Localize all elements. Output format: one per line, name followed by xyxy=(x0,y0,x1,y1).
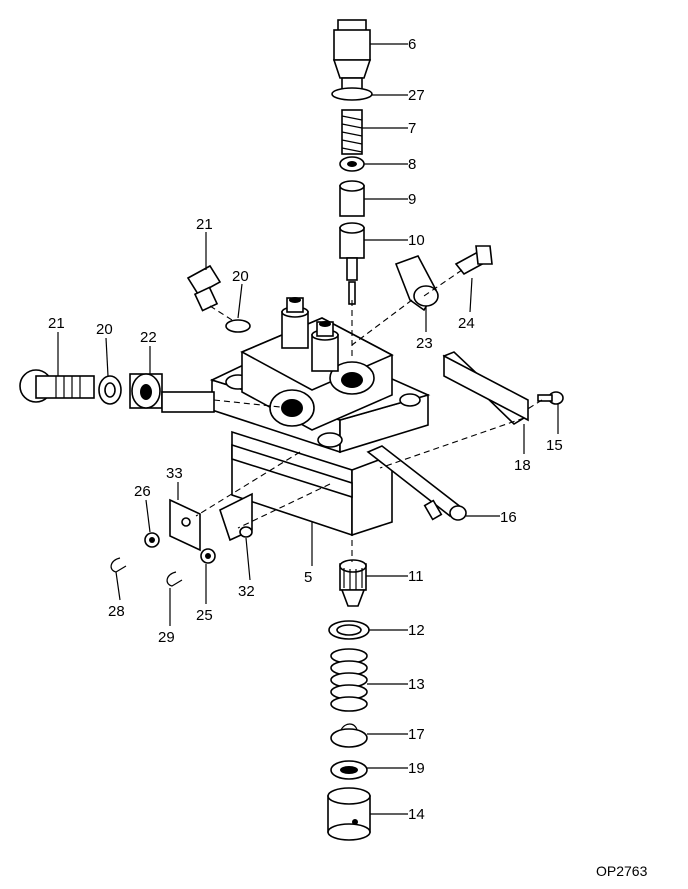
valve-seat-9 xyxy=(339,180,365,217)
callout-27: 27 xyxy=(408,87,425,104)
plate-18 xyxy=(442,351,529,426)
banjo-bolt-21-upper xyxy=(186,264,222,312)
spring-seat-12 xyxy=(328,620,370,640)
callout-12: 12 xyxy=(408,622,425,639)
lever-32 xyxy=(219,492,253,542)
screw-15 xyxy=(537,391,564,405)
callout-21-lower: 21 xyxy=(48,315,65,332)
callout-23: 23 xyxy=(416,335,433,352)
callout-labels: 6 27 7 8 9 10 21 20 24 23 21 20 22 15 18… xyxy=(48,36,563,823)
valve-spring xyxy=(341,109,363,155)
figure-reference-code: OP2763 xyxy=(596,863,648,879)
callout-19: 19 xyxy=(408,760,425,777)
washer-8 xyxy=(339,156,365,172)
callout-18: 18 xyxy=(514,457,531,474)
banjo-bolt-21-lower xyxy=(19,369,95,403)
callout-14: 14 xyxy=(408,806,425,823)
callout-17: 17 xyxy=(408,726,425,743)
bracket-23 xyxy=(394,255,439,312)
callout-13: 13 xyxy=(408,676,425,693)
callout-15: 15 xyxy=(546,437,563,454)
callout-24: 24 xyxy=(458,315,475,332)
plunger-spring-13 xyxy=(330,648,368,712)
callout-11: 11 xyxy=(408,568,424,585)
spring-25 xyxy=(200,548,216,564)
callout-26: 26 xyxy=(134,483,151,500)
callout-25: 25 xyxy=(196,607,213,624)
callout-5: 5 xyxy=(304,569,312,586)
washer-20-upper xyxy=(225,319,251,333)
callout-7: 7 xyxy=(408,120,416,137)
plunger-10 xyxy=(339,222,365,305)
callout-28: 28 xyxy=(108,603,125,620)
callout-20-lower: 20 xyxy=(96,321,113,338)
callout-9: 9 xyxy=(408,191,416,208)
lever-33 xyxy=(169,498,201,552)
gasket-27 xyxy=(331,87,373,101)
spring-26 xyxy=(144,532,160,548)
tappet-14 xyxy=(327,787,371,841)
spring-seat-17 xyxy=(330,723,368,748)
callout-29: 29 xyxy=(158,629,175,646)
delivery-valve-holder xyxy=(332,19,372,91)
clip-28 xyxy=(110,557,127,573)
callout-8: 8 xyxy=(408,156,416,173)
leader-lines xyxy=(57,43,559,815)
callout-10: 10 xyxy=(408,232,425,249)
callout-32: 32 xyxy=(238,583,255,600)
callout-6: 6 xyxy=(408,36,416,53)
banjo-fitting-22 xyxy=(129,373,215,413)
callout-22: 22 xyxy=(140,329,157,346)
pinion-11 xyxy=(339,559,367,607)
callout-16: 16 xyxy=(500,509,517,526)
clip-29 xyxy=(166,571,183,587)
assembly-lines xyxy=(195,269,543,562)
callout-33: 33 xyxy=(166,465,183,482)
pump-housing xyxy=(209,297,431,537)
washer-20-lower xyxy=(98,375,122,405)
callout-20-upper: 20 xyxy=(232,268,249,285)
shim-19 xyxy=(330,760,368,780)
callout-21-upper: 21 xyxy=(196,216,213,233)
